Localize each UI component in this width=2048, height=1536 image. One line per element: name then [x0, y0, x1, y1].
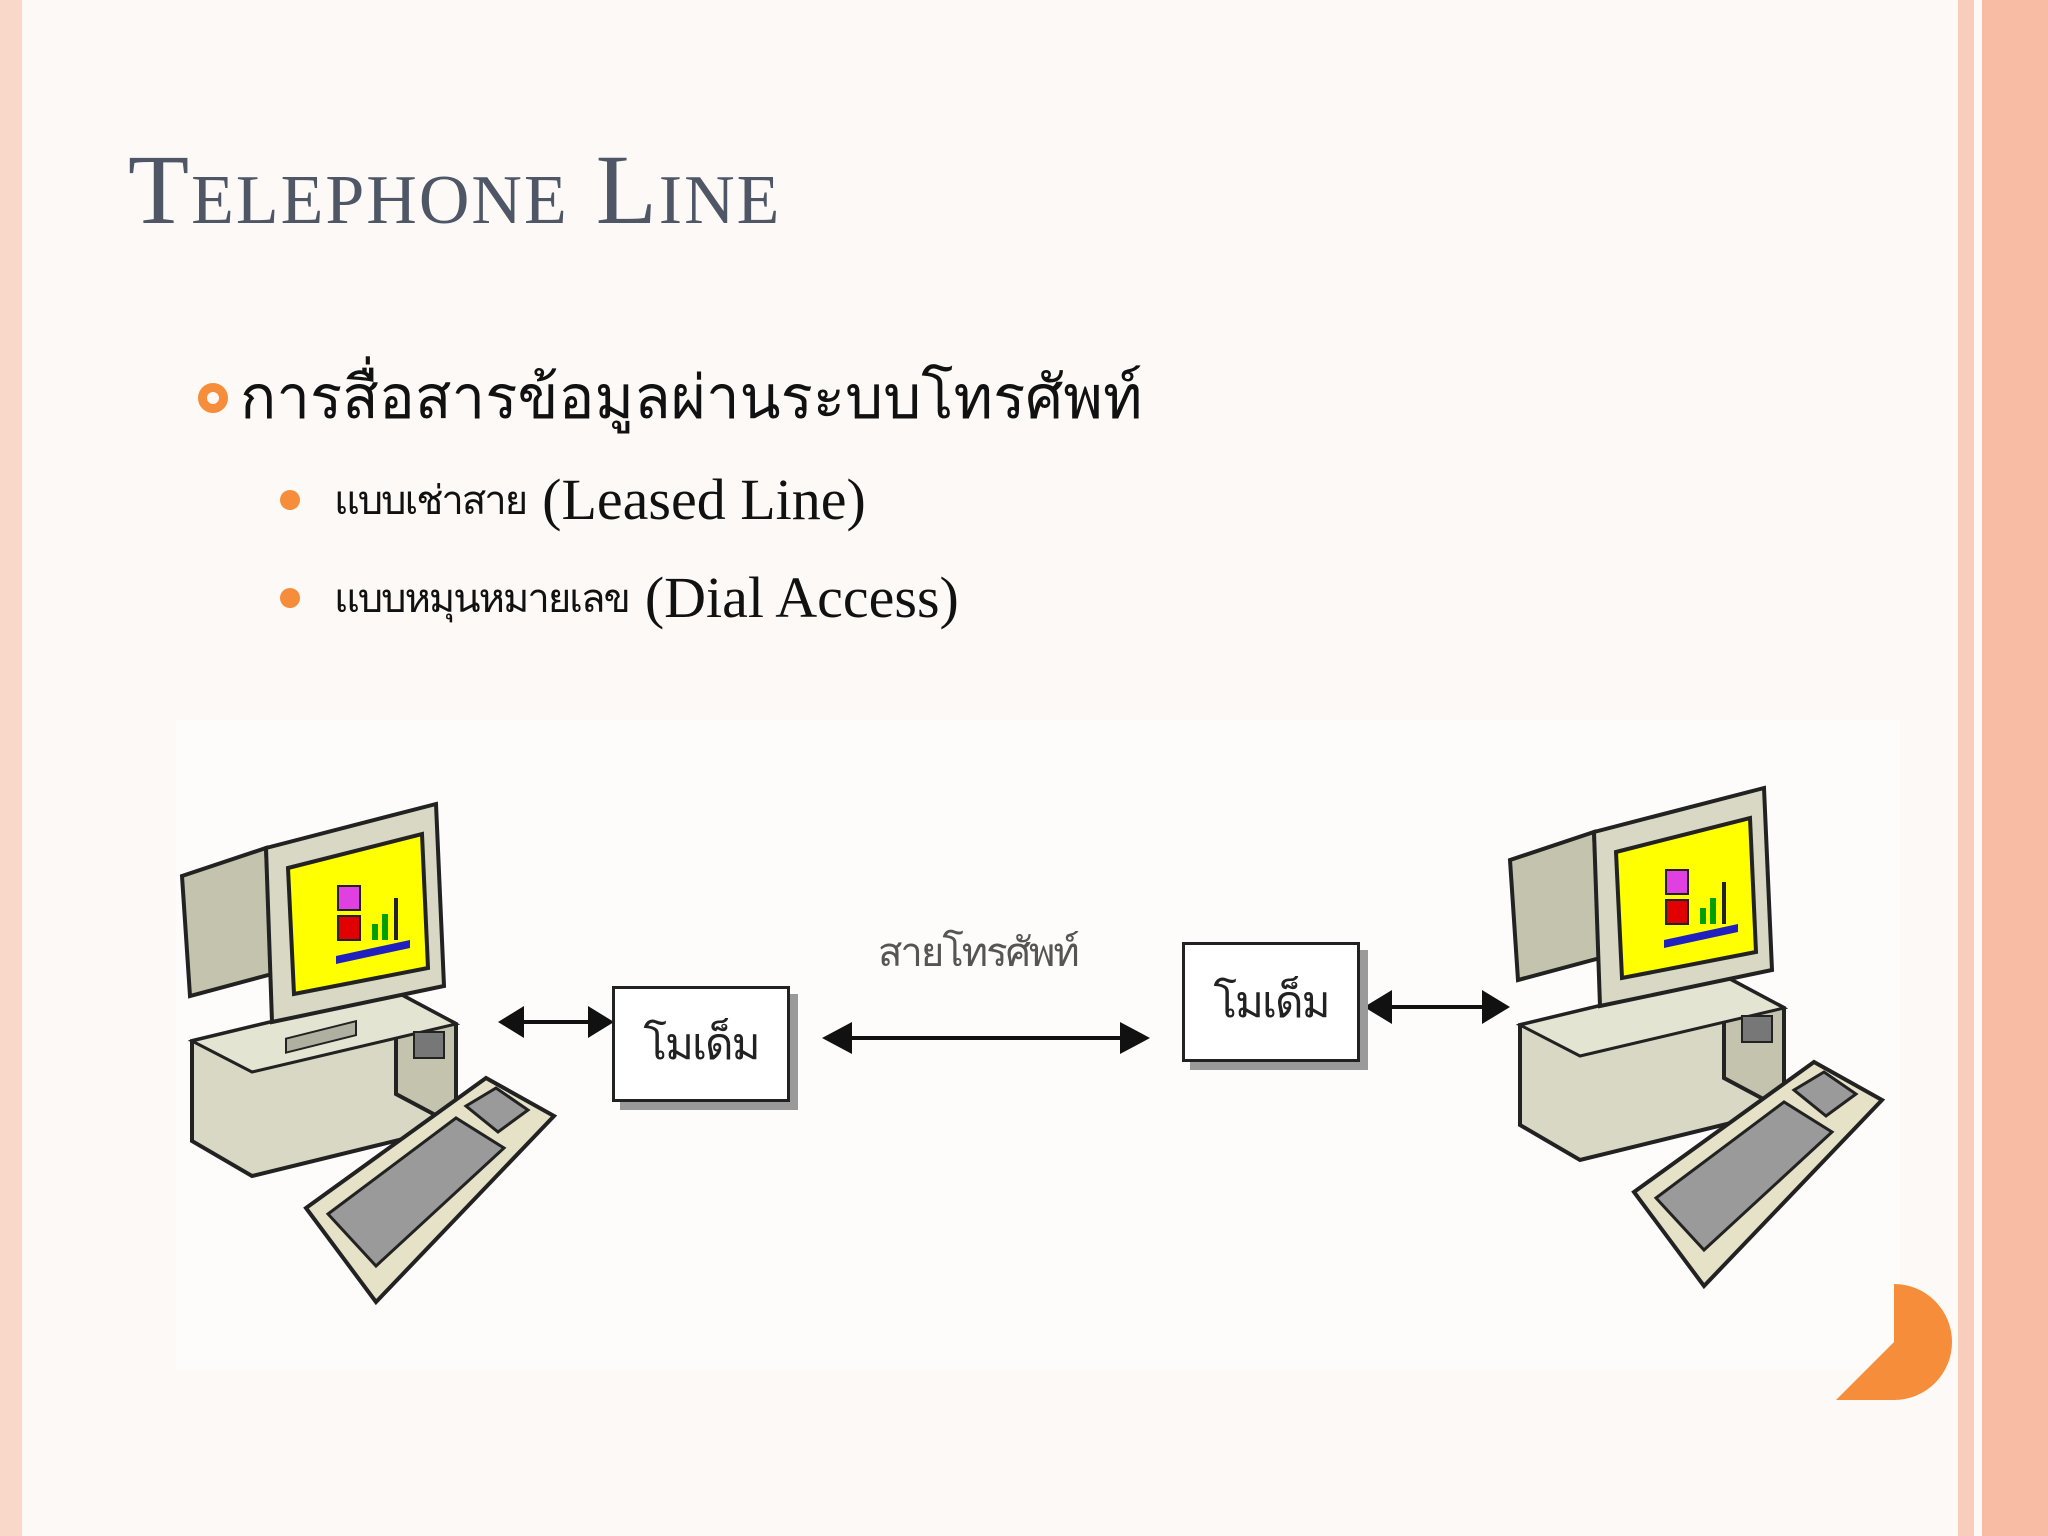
left-border-stripe [0, 0, 22, 1536]
telephone-line-label: สายโทรศัพท์ [878, 930, 1080, 976]
main-bullet-text: การสื่อสารข้อมูลผ่านระบบโทรศัพท์ [240, 363, 1143, 433]
telephone-line-arrow [822, 1022, 1150, 1054]
right-modem-computer-arrow [1364, 990, 1510, 1024]
ring-bullet-icon [198, 382, 228, 413]
left-modem-label: โมเด็ม [643, 1019, 760, 1070]
sub-bullet-leased-line: แบบเช่าสาย (Leased Line) [280, 466, 866, 533]
dot-bullet-icon [280, 587, 300, 608]
main-bullet: การสื่อสารข้อมูลผ่านระบบโทรศัพท์ [198, 350, 1143, 445]
left-computer-modem-arrow [498, 1006, 614, 1038]
right-modem-box: โมเด็ม [1182, 942, 1360, 1062]
slide-title: Telephone Line [128, 134, 782, 245]
left-modem-box: โมเด็ม [612, 986, 790, 1102]
right-border-stripe-light [1958, 0, 1974, 1536]
decorative-arc-icon [1836, 1284, 1952, 1400]
right-computer-icon [1507, 785, 1886, 1290]
sub-bullet-english: (Leased Line) [542, 467, 866, 532]
dot-bullet-icon [280, 489, 300, 510]
right-modem-label: โมเด็ม [1213, 977, 1330, 1028]
sub-bullet-english: (Dial Access) [644, 565, 959, 630]
sub-bullet-thai: แบบหมุนหมายเลข [334, 575, 631, 622]
sub-bullet-dial-access: แบบหมุนหมายเลข (Dial Access) [280, 564, 959, 631]
right-border-stripe-dark [1982, 0, 2048, 1536]
sub-bullet-thai: แบบเช่าสาย [334, 477, 528, 524]
left-computer-icon [179, 801, 558, 1306]
